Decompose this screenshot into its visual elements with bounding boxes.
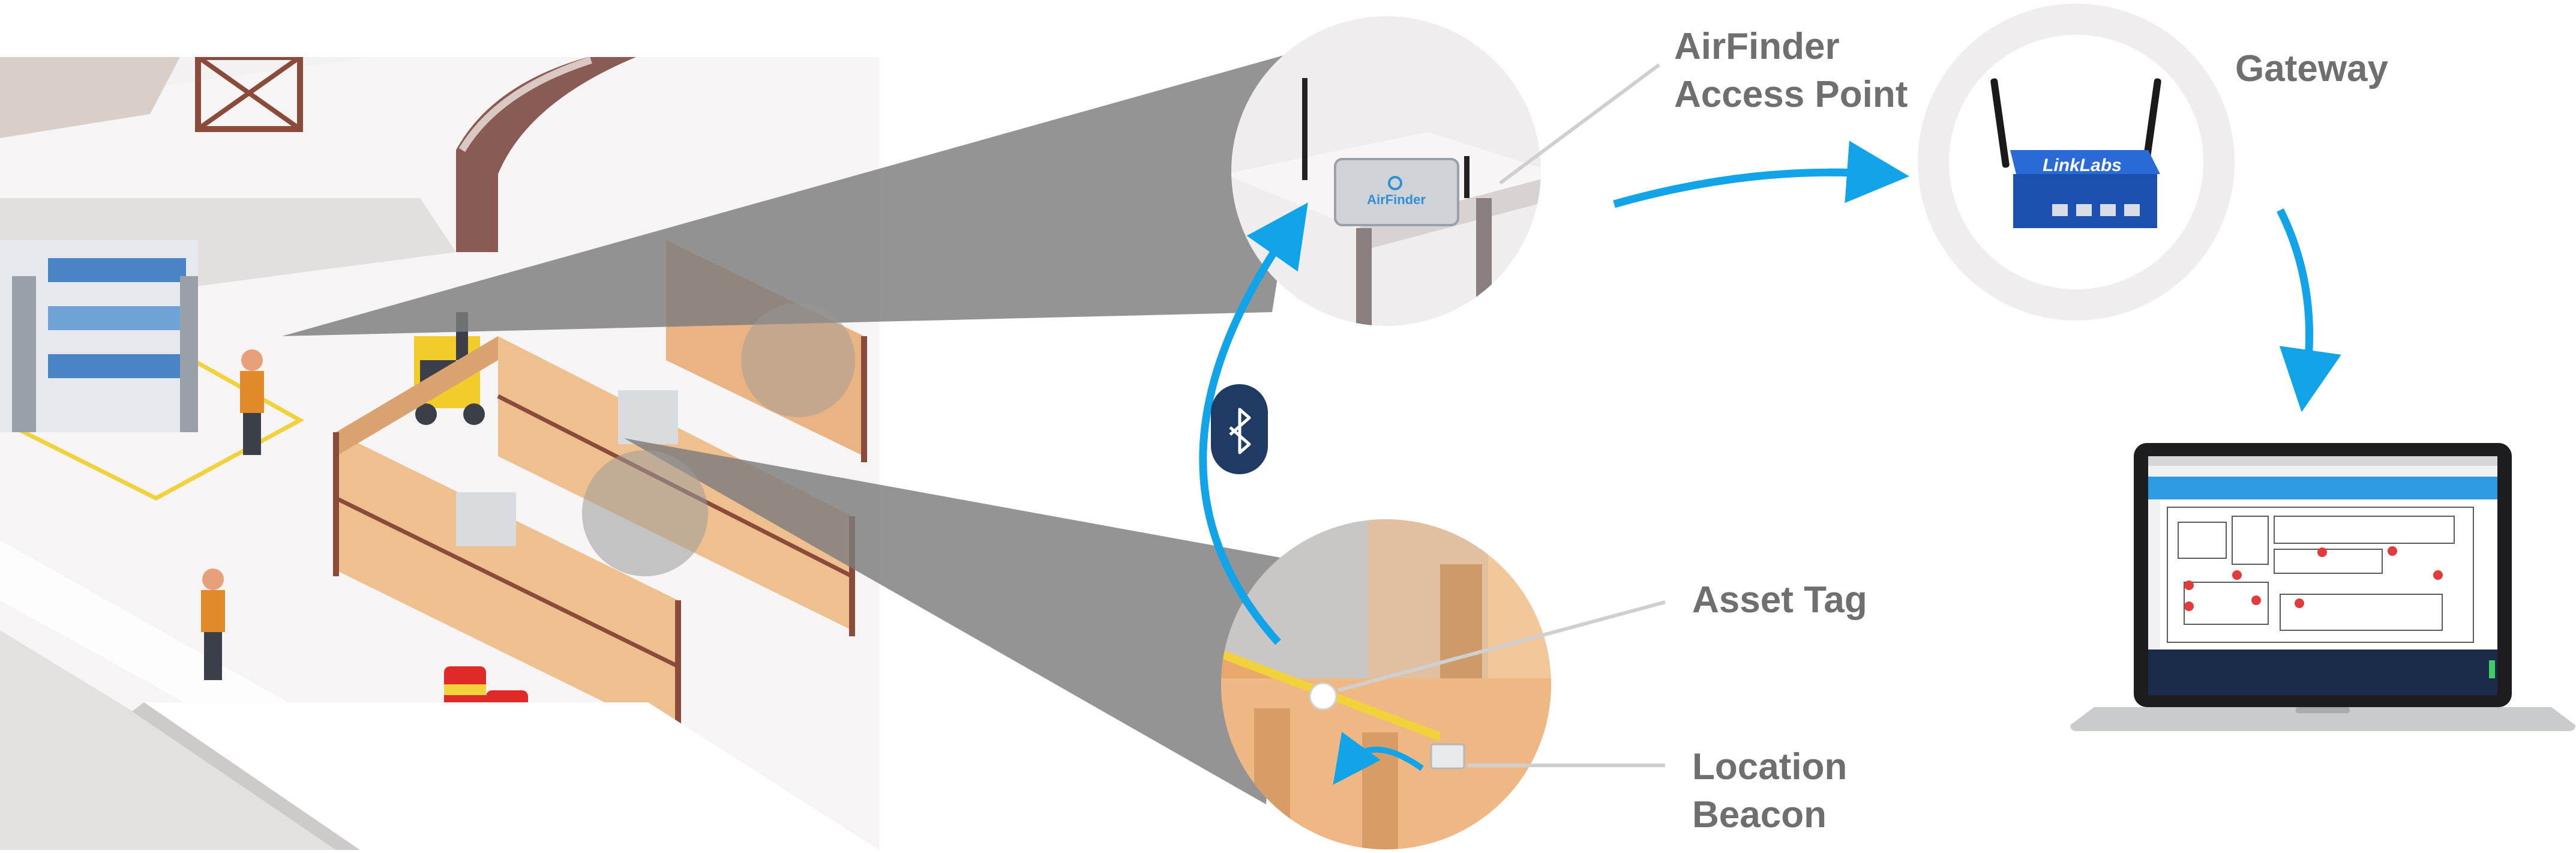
warehouse-illustration bbox=[0, 57, 879, 850]
shelf-highlight-circle bbox=[741, 303, 855, 417]
bluetooth-badge bbox=[1211, 384, 1268, 474]
laptop-dashboard bbox=[2070, 443, 2575, 731]
arrow-beacon-to-tag bbox=[1333, 732, 1424, 785]
location-beacon-label-line1: Location bbox=[1692, 746, 1847, 788]
asset-tag-label: Asset Tag bbox=[1692, 579, 1867, 621]
access-point-device bbox=[1334, 158, 1459, 226]
access-point-label-line1: AirFinder bbox=[1674, 26, 1840, 67]
gateway-label: Gateway bbox=[2235, 48, 2389, 89]
location-beacon-label-line2: Beacon bbox=[1692, 794, 1827, 836]
left-shelving bbox=[0, 240, 198, 432]
map-pins bbox=[2184, 546, 2443, 611]
arrow-gateway-to-dashboard bbox=[2277, 208, 2341, 412]
location-beacon-device bbox=[1430, 743, 1465, 770]
gateway-detail: LinkLabs bbox=[1918, 4, 2235, 321]
asset-tag-device bbox=[1309, 682, 1338, 711]
worker-figure bbox=[201, 349, 264, 680]
bluetooth-icon bbox=[1229, 408, 1251, 454]
dashboard-asset-table bbox=[2148, 650, 2497, 695]
floor-plan bbox=[2167, 507, 2474, 643]
leader-access-point bbox=[1499, 63, 1660, 185]
leader-asset-tag bbox=[1338, 600, 1666, 692]
arrow-tag-to-access-point bbox=[1199, 202, 1308, 645]
gateway-device bbox=[2013, 174, 2157, 228]
access-point-label-line2: Access Point bbox=[1674, 74, 1908, 115]
airfinder-logo-icon bbox=[1388, 176, 1402, 190]
projection-beam-access-point bbox=[282, 47, 1314, 336]
dashboard-header-bar bbox=[2148, 477, 2497, 499]
rack-highlight-circle bbox=[582, 450, 708, 576]
arrow-access-point-to-gateway bbox=[1613, 140, 1909, 208]
access-point-detail: AirFinder bbox=[1231, 16, 1541, 326]
access-point-brand: AirFinder bbox=[1367, 192, 1426, 207]
gateway-brand: LinkLabs bbox=[2043, 155, 2122, 175]
projection-beam-asset-tag bbox=[624, 438, 1284, 804]
